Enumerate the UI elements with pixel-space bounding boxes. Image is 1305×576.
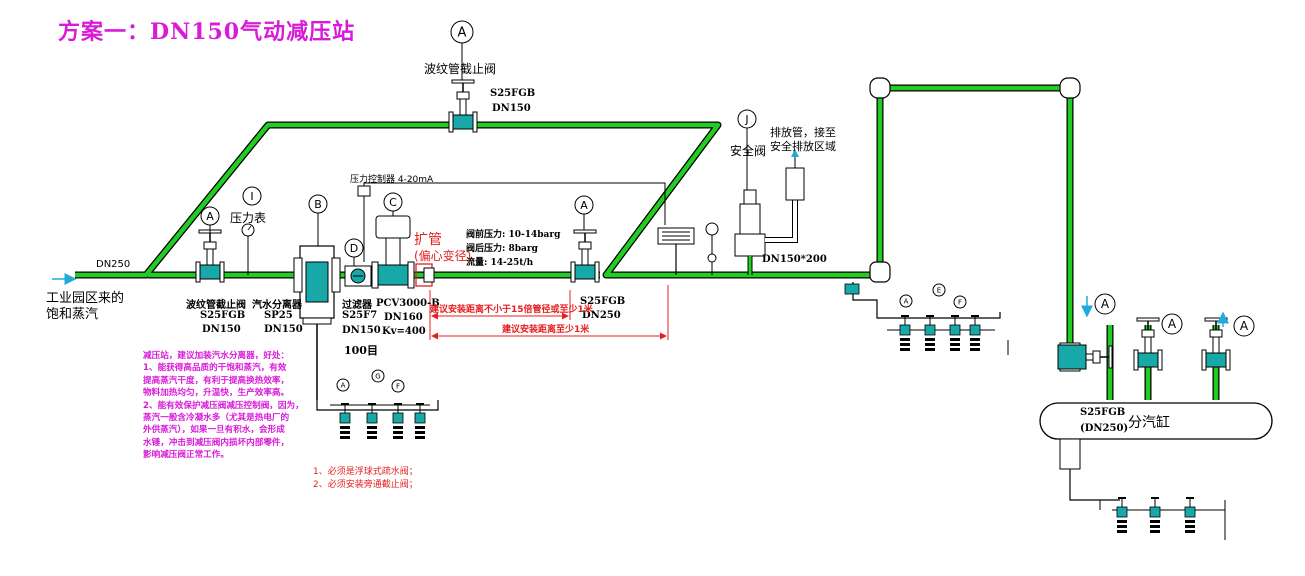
- safety-size: DN150*200: [762, 254, 827, 265]
- note-line: 1、能获得高品质的干饱和蒸汽，有效: [143, 363, 287, 374]
- note-line: 2、能有效保护减压阀减压控制阀，因为，: [143, 400, 304, 411]
- callout-letter: A: [1168, 317, 1177, 331]
- control-valve-kv: Kv=400: [382, 326, 426, 337]
- note-line: 减压站，建议加装汽水分离器，好处：: [143, 351, 290, 361]
- inlet-pipe-size: DN250: [96, 259, 131, 270]
- callout-bubble: [450, 20, 474, 44]
- header-size: (DN250): [1080, 423, 1129, 434]
- header-name: 分汽缸: [1128, 415, 1170, 431]
- control-valve-model: PCV3000-B: [376, 298, 440, 309]
- trap-note: 2、必须安装旁通截止阀；: [313, 480, 418, 490]
- note-line: 物料加热均匀，升温快，生产效率高。: [143, 388, 290, 399]
- dim-note-second: 建议安装距离至少1米: [502, 325, 590, 335]
- callout-letter: G: [375, 373, 380, 381]
- outlet-valve-model: S25FGB: [580, 296, 626, 307]
- note-line: 影响减压阀正常工作。: [143, 450, 229, 461]
- callout-letter: D: [350, 242, 358, 255]
- bypass-valve-model: S25FGB: [490, 88, 536, 99]
- callout-letter: F: [396, 383, 400, 391]
- bypass-valve-name: 波纹管截止阀: [424, 62, 497, 76]
- inlet-valve-model: S25FGB: [200, 310, 246, 321]
- separator-size: DN150: [264, 324, 303, 335]
- callout-letter: A: [904, 298, 909, 306]
- callout-bubble: [371, 369, 385, 383]
- bypass-valve-size: DN150: [492, 103, 531, 114]
- trap-requirements: 1、必须是浮球式疏水阀； 2、必须安装旁通截止阀；: [313, 466, 418, 492]
- callout-bubble: [200, 206, 220, 226]
- callout-letter: A: [206, 210, 214, 223]
- process-outlet-pressure: 阀后压力: 8barg: [466, 244, 538, 254]
- dim-note-first: 建议安装距离不小于15倍管径或至少1米: [430, 305, 593, 315]
- callout-letter: C: [389, 196, 397, 209]
- separator-model: SP25: [264, 310, 293, 321]
- callout-bubble: [574, 195, 594, 215]
- callout-letter: A: [341, 382, 346, 390]
- callout-bubble: [1161, 313, 1183, 335]
- separator-advice-note: 减压站，建议加装汽水分离器，好处： 1、能获得高品质的干饱和蒸汽，有效 提高蒸汽…: [143, 350, 304, 462]
- callout-bubble: [242, 186, 262, 206]
- note-line: 蒸汽一般含冷凝水多（尤其是热电厂的: [143, 413, 290, 424]
- callout-bubble: [336, 378, 350, 392]
- callout-letter: J: [744, 113, 748, 126]
- strainer-mesh: 100目: [344, 344, 378, 357]
- callout-bubble: [344, 238, 364, 258]
- callout-letter: A: [458, 26, 467, 41]
- process-inlet-pressure: 阀前压力: 10-14barg: [466, 230, 561, 240]
- callout-letter: E: [937, 287, 941, 295]
- gauge-label: 压力表: [230, 211, 267, 225]
- inlet-source-line2: 饱和蒸汽: [46, 307, 99, 322]
- callout-bubble: [383, 192, 403, 212]
- callout-bubble: [899, 294, 913, 308]
- strainer-model: S25F7: [342, 310, 378, 321]
- outlet-valve-size: DN250: [582, 310, 621, 321]
- callout-bubble: [932, 283, 946, 297]
- callout-letter: B: [314, 198, 322, 211]
- expander-line1: 扩管: [414, 232, 442, 248]
- control-valve-size: DN160: [384, 312, 423, 323]
- callout-bubble: [1094, 293, 1116, 315]
- callout-letter: A: [580, 199, 588, 212]
- callout-letter: F: [958, 299, 962, 307]
- inlet-source-line1: 工业园区来的: [46, 291, 125, 306]
- callout-bubble: [737, 109, 757, 129]
- safety-vent-line2: 安全排放区域: [770, 140, 836, 153]
- trap-note: 1、必须是浮球式疏水阀；: [313, 467, 418, 477]
- note-line: 外供蒸汽），如果一旦有积水，会形成: [143, 425, 285, 436]
- strainer-name: 过滤器: [342, 300, 372, 311]
- separator-name: 汽水分离器: [252, 300, 302, 311]
- controller-label: 压力控制器 4-20mA: [350, 175, 434, 185]
- callout-bubble: [391, 379, 405, 393]
- page-title: 方案一：DN150气动减压站: [58, 19, 356, 45]
- process-flow: 流量: 14-25t/h: [466, 258, 534, 268]
- note-line: 提高蒸汽干度，有利于提高换热效率，: [143, 375, 290, 386]
- safety-valve-name: 安全阀: [730, 144, 767, 158]
- callout-bubble: [953, 295, 967, 309]
- callout-letter: A: [1101, 297, 1110, 311]
- callout-bubble: [1233, 315, 1255, 337]
- expander-line2: (偏心变径): [414, 249, 472, 263]
- strainer-size: DN150: [342, 325, 381, 336]
- safety-vent-line1: 排放管，接至: [770, 126, 836, 139]
- inlet-valve-name: 波纹管截止阀: [186, 300, 246, 311]
- callout-letter: A: [1240, 319, 1249, 333]
- inlet-valve-size: DN150: [202, 324, 241, 335]
- callout-bubble: [308, 194, 328, 214]
- header-model: S25FGB: [1080, 407, 1126, 418]
- note-line: 水锤，冲击到减压阀内损坏内部零件，: [143, 437, 290, 448]
- callout-letter: I: [250, 190, 253, 203]
